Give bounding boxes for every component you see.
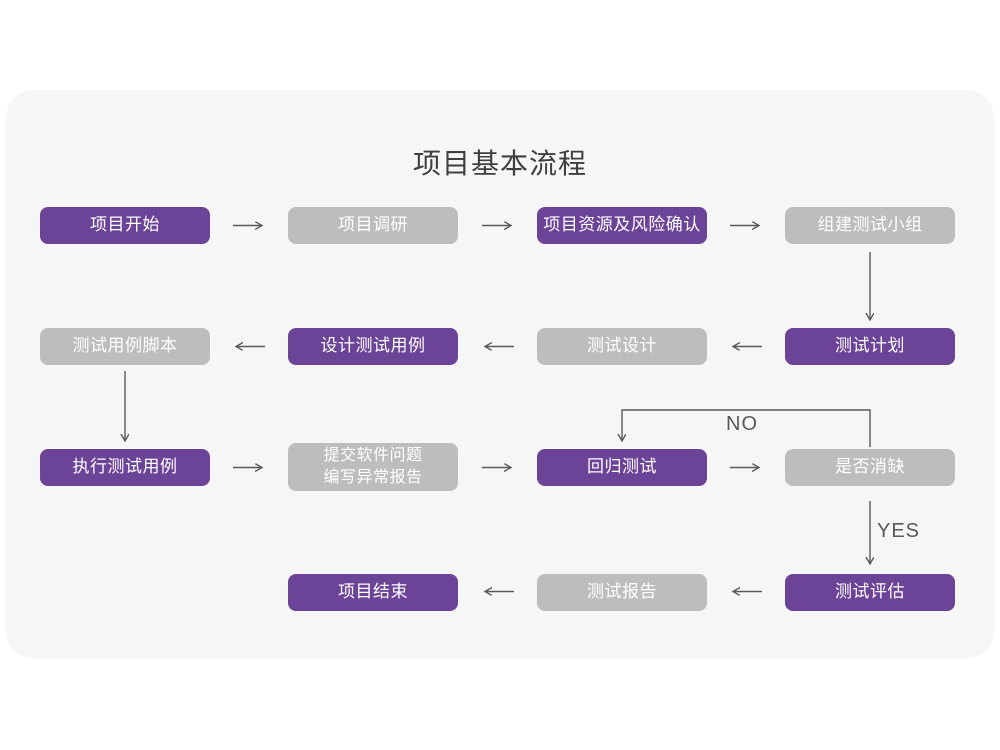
node-project-start: 项目开始 (40, 207, 210, 244)
node-execute-test-case: 执行测试用例 (40, 449, 210, 486)
node-regression-test: 回归测试 (537, 449, 707, 486)
node-test-report: 测试报告 (537, 574, 707, 611)
node-test-plan: 测试计划 (785, 328, 955, 365)
no-branch-label: NO (726, 413, 758, 435)
node-project-end: 项目结束 (288, 574, 458, 611)
yes-branch-label: YES (877, 520, 921, 542)
node-test-case-script: 测试用例脚本 (40, 328, 210, 365)
node-defect-cleared: 是否消缺 (785, 449, 955, 486)
node-test-design: 测试设计 (537, 328, 707, 365)
diagram-title: 项目基本流程 (412, 148, 587, 179)
node-submit-issue-report: 提交软件问题 编写异常报告 (288, 443, 458, 491)
flowchart-card (6, 90, 994, 658)
node-design-test-case: 设计测试用例 (288, 328, 458, 365)
node-test-evaluation: 测试评估 (785, 574, 955, 611)
node-project-research: 项目调研 (288, 207, 458, 244)
node-resources-risk: 项目资源及风险确认 (537, 207, 707, 244)
node-build-test-team: 组建测试小组 (785, 207, 955, 244)
